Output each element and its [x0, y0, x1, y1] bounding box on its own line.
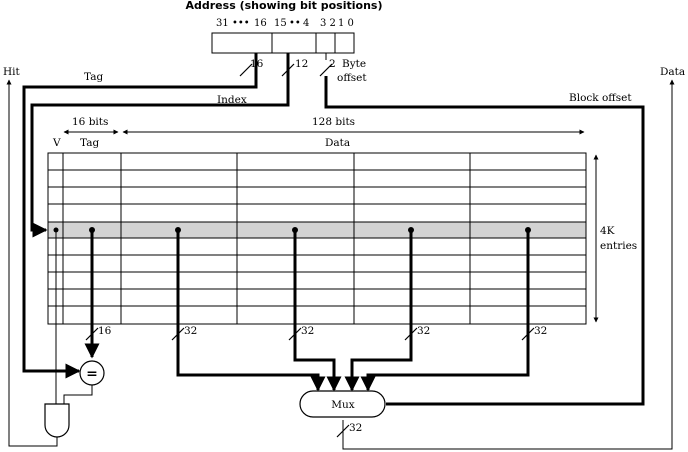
bit-ellipsis-2: ••	[289, 18, 301, 29]
word0-width: 32	[184, 325, 197, 337]
byte-offset-label-1: Byte	[342, 58, 366, 70]
selected-row-highlight	[48, 222, 586, 238]
index-label: Index	[217, 94, 247, 106]
word1-wire	[293, 230, 342, 392]
byte-offset-label-2: offset	[337, 72, 367, 84]
index-bus-slash	[281, 63, 295, 77]
cache-tag-slash	[85, 327, 99, 341]
mux-out-width: 32	[349, 422, 362, 434]
address-register	[211, 32, 355, 54]
word3-wire	[360, 230, 530, 392]
mux-label: Mux	[331, 399, 355, 411]
bit-16-label: 16	[254, 18, 267, 29]
byte-offset-width-label: 2	[329, 58, 336, 70]
cache-array	[47, 152, 587, 325]
mux-out-slash	[336, 424, 350, 438]
bit-1-0-label: 1 0	[338, 18, 354, 29]
col-v-header: V	[52, 137, 61, 149]
col-tag-header: Tag	[80, 137, 99, 149]
byte-offset-slash	[319, 63, 333, 77]
cache-tag-width: 16	[98, 325, 112, 337]
cache-row-lines	[48, 169, 586, 307]
bit-3-2-label: 3 2	[320, 18, 336, 29]
col-data-header: Data	[325, 137, 350, 149]
data-bits-label: 128 bits	[312, 116, 355, 128]
index-wire	[30, 53, 290, 238]
compare-to-and-wire	[63, 385, 93, 404]
bit-4-label: 4	[303, 18, 309, 29]
data-out-wire	[342, 79, 675, 450]
tag-bits-label: 16 bits	[72, 116, 108, 128]
and-gate	[44, 403, 70, 438]
entries-label-1: 4K	[600, 225, 615, 237]
tag-bus-slash	[239, 63, 253, 77]
word2-width: 32	[417, 325, 430, 337]
index-width-label: 12	[295, 58, 308, 70]
comparator: =	[79, 360, 105, 386]
tag-label: Tag	[84, 71, 103, 83]
entries-label-2: entries	[600, 240, 637, 252]
word1-width: 32	[301, 325, 314, 337]
bit-31-label: 31	[216, 18, 229, 29]
hit-label: Hit	[3, 66, 21, 78]
bit-15-label: 15	[274, 18, 287, 29]
tag-width-label: 16	[250, 58, 264, 70]
comparator-symbol: =	[86, 366, 98, 382]
word3-width: 32	[534, 325, 547, 337]
block-offset-label: Block offset	[569, 92, 632, 104]
word2-wire	[344, 230, 413, 392]
address-title: Address (showing bit positions)	[186, 0, 383, 12]
mux: Mux	[299, 390, 386, 418]
bit-ellipsis-1: •••	[232, 18, 250, 29]
word0-wire	[176, 230, 326, 392]
tag-wire	[22, 53, 258, 379]
data-out-label: Data	[660, 66, 685, 78]
block-offset-wire	[324, 76, 645, 406]
